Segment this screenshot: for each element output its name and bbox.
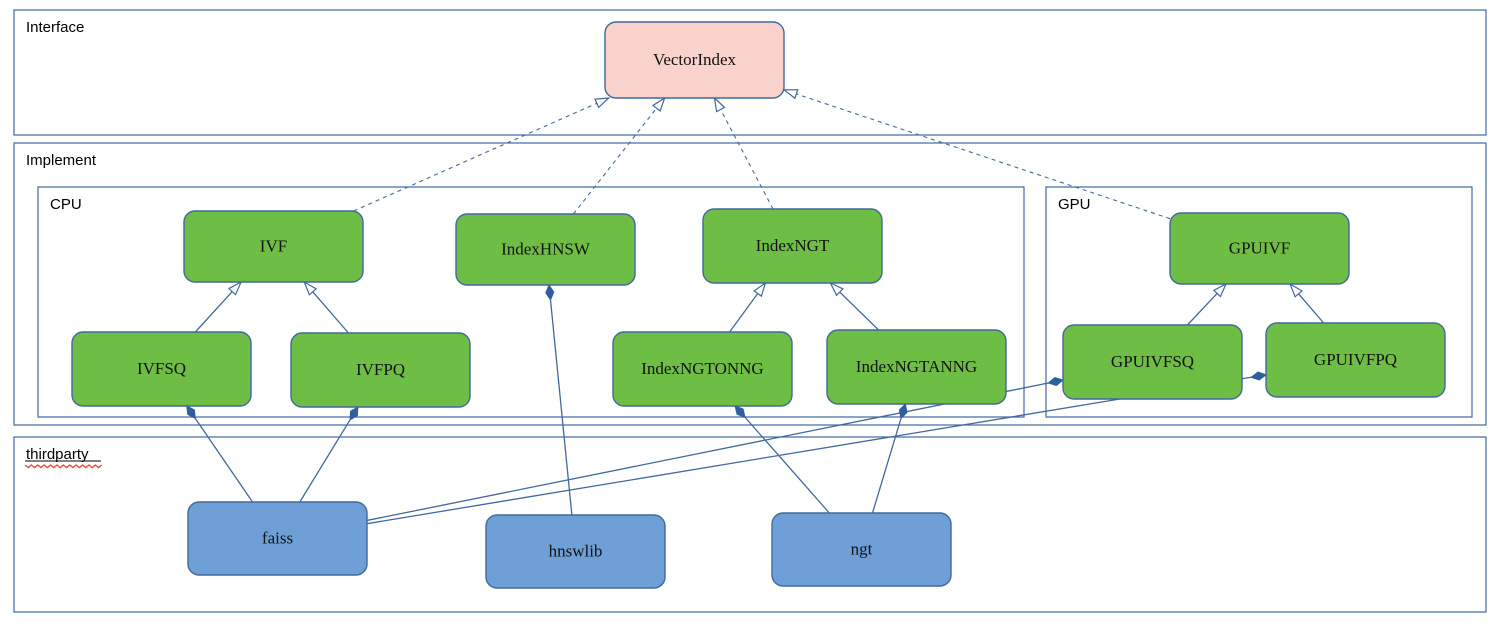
node-label-ivfpq: IVFPQ: [356, 360, 405, 379]
edge-ivfpq-ivf: [303, 280, 349, 334]
node-label-ivf: IVF: [260, 236, 287, 255]
edge-ngt-indexngtanng: [871, 402, 908, 514]
edge-gpuivfsq-gpuivf: [1186, 282, 1228, 326]
edge-ivf-vectorindex: [353, 97, 611, 212]
node-vectorindex[interactable]: VectorIndex: [604, 21, 785, 99]
edge-layer: [186, 89, 1325, 525]
node-label-indexhnsw: IndexHNSW: [501, 239, 591, 258]
edge-line-ivfsq-ivf: [194, 291, 233, 333]
container-label-thirdparty: thirdparty: [26, 446, 89, 463]
node-box-ivfpq[interactable]: [290, 332, 471, 408]
inheritance-arrowhead-icon: [652, 96, 666, 112]
node-indexhnsw[interactable]: IndexHNSW: [455, 213, 636, 286]
edge-hnswlib-indexhnsw: [545, 283, 573, 516]
node-label-indexngtanng: IndexNGTANNG: [856, 357, 977, 376]
node-box-gpuivfsq[interactable]: [1062, 324, 1243, 400]
edge-indexngtonng-indexngt: [729, 281, 767, 333]
node-label-ngt: ngt: [851, 539, 873, 558]
node-hnswlib[interactable]: hnswlib: [485, 514, 666, 589]
edge-line-gpuivfpq-gpuivf: [1298, 293, 1325, 324]
edge-ngt-indexngtonng: [734, 405, 830, 514]
node-label-vectorindex: VectorIndex: [653, 50, 737, 69]
edge-line-ngt-indexngtonng: [744, 416, 830, 514]
container-label-gpu: GPU: [1058, 196, 1091, 213]
node-label-indexngtonng: IndexNGTONNG: [641, 359, 763, 378]
edge-line-gpuivf-vectorindex: [796, 93, 1171, 220]
node-box-indexngtonng[interactable]: [612, 331, 793, 407]
node-indexngtanng[interactable]: IndexNGTANNG: [826, 329, 1007, 405]
edge-indexngtanng-indexngt: [829, 281, 880, 331]
container-label-interface: Interface: [26, 19, 84, 36]
node-box-faiss[interactable]: [187, 501, 368, 576]
node-gpuivf[interactable]: GPUIVF: [1169, 212, 1350, 285]
node-label-indexngt: IndexNGT: [756, 236, 830, 255]
spellcheck-squiggle-icon: [24, 464, 103, 469]
node-box-ivfsq[interactable]: [71, 331, 252, 407]
edge-line-hnswlib-indexhnsw: [549, 299, 573, 516]
edge-faiss-ivfpq: [299, 406, 359, 503]
node-ivfsq[interactable]: IVFSQ: [71, 331, 252, 407]
edge-line-faiss-ivfpq: [299, 419, 351, 503]
edge-indexngt-vectorindex: [713, 96, 774, 210]
node-box-vectorindex[interactable]: [604, 21, 785, 99]
node-ivf[interactable]: IVF: [183, 210, 364, 283]
node-indexngt[interactable]: IndexNGT: [702, 208, 883, 284]
edge-line-faiss-ivfsq: [194, 418, 254, 503]
edge-gpuivfpq-gpuivf: [1288, 282, 1325, 324]
node-box-indexngt[interactable]: [702, 208, 883, 284]
edge-line-ivfpq-ivf: [312, 291, 349, 334]
node-gpuivfpq[interactable]: GPUIVFPQ: [1265, 322, 1446, 398]
edge-line-faiss-gpuivfsq: [366, 382, 1049, 522]
inheritance-arrowhead-icon: [753, 281, 767, 298]
node-faiss[interactable]: faiss: [187, 501, 368, 576]
inheritance-arrowhead-icon: [829, 281, 844, 297]
node-label-gpuivf: GPUIVF: [1229, 238, 1290, 257]
container-label-cpu: CPU: [50, 196, 82, 213]
node-box-hnswlib[interactable]: [485, 514, 666, 589]
inheritance-arrowhead-icon: [1212, 282, 1228, 298]
edge-faiss-gpuivfsq: [366, 377, 1065, 522]
edge-ivfsq-ivf: [194, 280, 243, 333]
edge-faiss-gpuivfpq: [366, 371, 1268, 525]
edge-line-gpuivfsq-gpuivf: [1186, 293, 1218, 326]
edge-line-indexhnsw-vectorindex: [572, 107, 658, 215]
edge-indexhnsw-vectorindex: [572, 96, 666, 215]
node-label-faiss: faiss: [262, 528, 293, 547]
edge-gpuivf-vectorindex: [782, 89, 1171, 220]
edge-faiss-ivfsq: [186, 405, 254, 503]
node-label-gpuivfsq: GPUIVFSQ: [1111, 352, 1194, 371]
edge-line-indexngtonng-indexngt: [729, 293, 759, 333]
node-box-indexngtanng[interactable]: [826, 329, 1007, 405]
node-label-ivfsq: IVFSQ: [137, 359, 186, 378]
node-indexngtonng[interactable]: IndexNGTONNG: [612, 331, 793, 407]
node-ngt[interactable]: ngt: [771, 512, 952, 587]
node-ivfpq[interactable]: IVFPQ: [290, 332, 471, 408]
node-box-ivf[interactable]: [183, 210, 364, 283]
node-gpuivfsq[interactable]: GPUIVFSQ: [1062, 324, 1243, 400]
node-label-hnswlib: hnswlib: [549, 541, 603, 560]
node-box-indexhnsw[interactable]: [455, 213, 636, 286]
node-box-gpuivf[interactable]: [1169, 212, 1350, 285]
edge-line-faiss-gpuivfpq: [366, 376, 1252, 525]
edge-line-indexngt-vectorindex: [720, 109, 774, 210]
edge-line-ngt-indexngtanng: [871, 418, 902, 514]
node-label-gpuivfpq: GPUIVFPQ: [1314, 350, 1397, 369]
container-label-implement: Implement: [26, 152, 97, 169]
edge-line-indexngtanng-indexngt: [839, 291, 880, 331]
node-box-gpuivfpq[interactable]: [1265, 322, 1446, 398]
node-box-ngt[interactable]: [771, 512, 952, 587]
